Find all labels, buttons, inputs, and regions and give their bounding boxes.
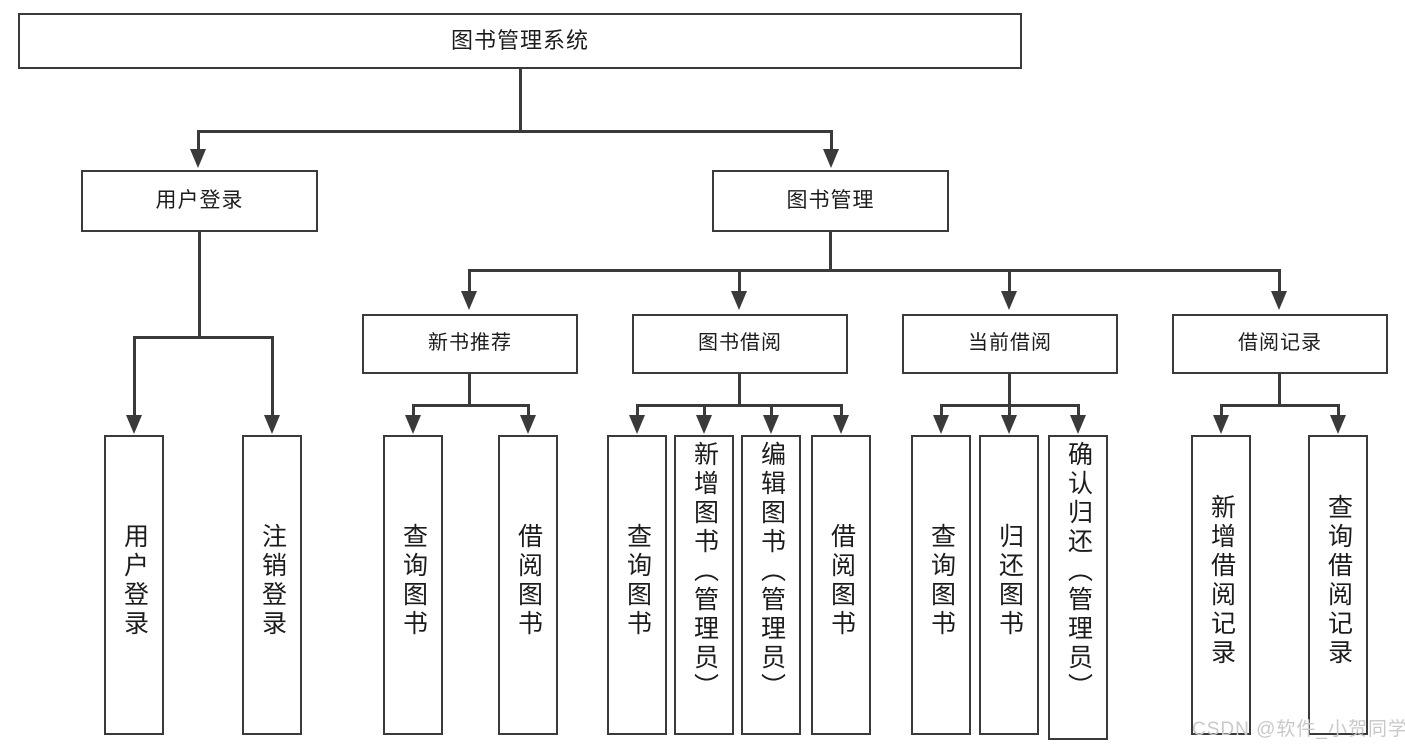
- arrowhead-leaf-add-borrow-record: [1213, 415, 1229, 434]
- connector-new-book-recommend-stem: [468, 374, 471, 406]
- node-label: 新增借阅记录: [1207, 494, 1236, 668]
- arrowhead-leaf-query-book-2: [629, 415, 645, 434]
- node-label: 用户登录: [120, 523, 149, 639]
- arrowhead-leaf-query-borrow-record: [1330, 415, 1346, 434]
- connector-to-new-book-recommend: [468, 269, 471, 294]
- node-label: 借阅记录: [1238, 332, 1322, 355]
- arrowhead-book-borrow: [731, 291, 747, 310]
- connector-root-to-user-login: [197, 130, 200, 152]
- node-leaf-confirm-return-admin[interactable]: 确认归还（管理员）: [1048, 435, 1108, 740]
- node-leaf-query-book-1[interactable]: 查询图书: [383, 435, 443, 735]
- connector-root-stem: [519, 69, 522, 132]
- node-leaf-query-book-3[interactable]: 查询图书: [911, 435, 971, 735]
- node-label: 查询图书: [927, 523, 956, 639]
- connector-new-book-recommend-d1: [412, 404, 415, 417]
- arrowhead-leaf-return-book: [1001, 415, 1017, 434]
- node-label: 编辑图书（管理员）: [757, 441, 786, 702]
- node-leaf-borrow-book-1[interactable]: 借阅图书: [498, 435, 558, 735]
- node-leaf-add-borrow-record[interactable]: 新增借阅记录: [1191, 435, 1251, 735]
- connector-to-book-borrow: [738, 269, 741, 294]
- connector-borrow-record-bus: [1220, 404, 1340, 407]
- connector-user-login-bus: [133, 336, 272, 339]
- connector-to-current-borrow: [1008, 269, 1011, 294]
- connector-borrow-record-d1: [1220, 404, 1223, 417]
- node-label: 确认归还（管理员）: [1064, 441, 1093, 702]
- arrowhead-user-login: [190, 149, 206, 168]
- node-label: 图书管理: [786, 188, 875, 212]
- arrowhead-leaf-query-book-1: [405, 415, 421, 434]
- connector-current-borrow-stem: [1008, 374, 1011, 406]
- node-book-management[interactable]: 图书管理: [712, 170, 949, 232]
- node-leaf-borrow-book-2[interactable]: 借阅图书: [811, 435, 871, 735]
- node-borrow-record[interactable]: 借阅记录: [1172, 314, 1388, 374]
- connector-current-borrow-d1: [940, 404, 943, 417]
- arrowhead-leaf-query-book-3: [933, 415, 949, 434]
- node-label: 新增图书（管理员）: [690, 441, 719, 702]
- node-leaf-edit-book-admin[interactable]: 编辑图书（管理员）: [741, 435, 801, 735]
- arrowhead-new-book-recommend: [461, 291, 477, 310]
- node-label: 注销登录: [258, 523, 287, 639]
- node-leaf-user-logout[interactable]: 注销登录: [242, 435, 302, 735]
- connector-book-borrow-stem: [738, 374, 741, 406]
- connector-current-borrow-d2: [1008, 404, 1011, 417]
- connector-book-borrow-d2: [703, 404, 706, 417]
- arrowhead-leaf-user-logout: [264, 415, 280, 434]
- node-leaf-query-book-2[interactable]: 查询图书: [607, 435, 667, 735]
- connector-book-borrow-d3: [770, 404, 773, 417]
- connector-to-borrow-record: [1278, 269, 1281, 294]
- node-current-borrow[interactable]: 当前借阅: [902, 314, 1118, 374]
- arrowhead-leaf-confirm-return-admin: [1070, 415, 1086, 434]
- node-label: 图书管理系统: [450, 28, 589, 54]
- node-label: 归还图书: [995, 523, 1024, 639]
- node-leaf-return-book[interactable]: 归还图书: [979, 435, 1039, 735]
- node-label: 用户登录: [155, 188, 244, 212]
- connector-user-login-right-drop: [271, 336, 274, 418]
- connector-new-book-recommend-bus: [412, 404, 530, 407]
- node-label: 查询图书: [623, 523, 652, 639]
- node-book-borrow[interactable]: 图书借阅: [632, 314, 848, 374]
- connector-borrow-record-d2: [1337, 404, 1340, 417]
- node-label: 借阅图书: [514, 523, 543, 639]
- node-label: 新书推荐: [428, 332, 512, 355]
- node-label: 查询借阅记录: [1324, 494, 1353, 668]
- arrowhead-leaf-add-book-admin: [696, 415, 712, 434]
- node-user-login[interactable]: 用户登录: [81, 170, 318, 232]
- connector-book-management-bus: [468, 269, 1281, 272]
- node-label: 查询图书: [399, 523, 428, 639]
- connector-book-borrow-d4: [840, 404, 843, 417]
- connector-borrow-record-stem: [1278, 374, 1281, 406]
- connector-new-book-recommend-d2: [527, 404, 530, 417]
- connector-book-borrow-bus: [636, 404, 842, 407]
- arrowhead-borrow-record: [1271, 291, 1287, 310]
- connector-root-to-book-management: [830, 130, 833, 152]
- connector-root-bus: [197, 130, 833, 133]
- node-label: 图书借阅: [698, 332, 782, 355]
- node-label: 借阅图书: [827, 523, 856, 639]
- node-leaf-user-login[interactable]: 用户登录: [104, 435, 164, 735]
- arrowhead-leaf-borrow-book-2: [833, 415, 849, 434]
- connector-book-borrow-d1: [636, 404, 639, 417]
- arrowhead-current-borrow: [1001, 291, 1017, 310]
- arrowhead-leaf-user-login: [126, 415, 142, 434]
- node-book-management-system[interactable]: 图书管理系统: [18, 13, 1022, 69]
- node-leaf-query-borrow-record[interactable]: 查询借阅记录: [1308, 435, 1368, 735]
- arrowhead-leaf-borrow-book-1: [520, 415, 536, 434]
- csdn-watermark: CSDN @软件_小贺同学: [1192, 719, 1405, 740]
- connector-user-login-left-drop: [133, 336, 136, 418]
- node-leaf-add-book-admin[interactable]: 新增图书（管理员）: [674, 435, 734, 735]
- connector-book-management-stem: [829, 232, 832, 272]
- arrowhead-leaf-edit-book-admin: [763, 415, 779, 434]
- connector-user-login-stem: [198, 232, 201, 338]
- node-label: 当前借阅: [968, 332, 1052, 355]
- node-new-book-recommend[interactable]: 新书推荐: [362, 314, 578, 374]
- arrowhead-book-management: [823, 149, 839, 168]
- connector-current-borrow-d3: [1077, 404, 1080, 417]
